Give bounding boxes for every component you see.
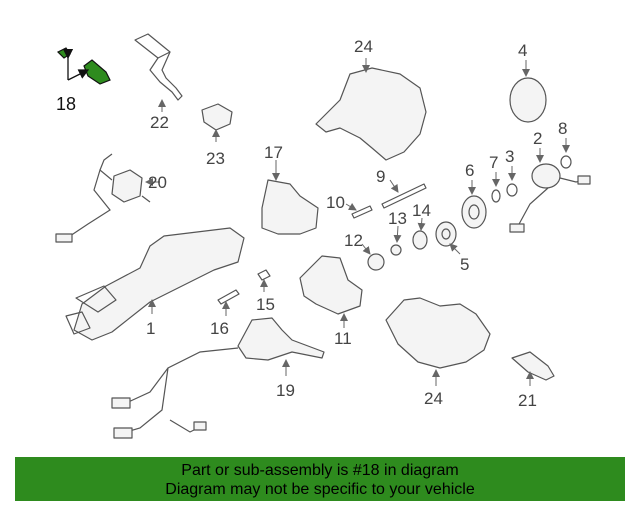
callout-7: 7 [489, 153, 498, 172]
callout-18: 18 [56, 94, 76, 114]
callout-17: 17 [264, 143, 283, 162]
callout-4: 4 [518, 41, 527, 60]
part-8-ring [560, 138, 572, 169]
callout-24-bottom: 24 [424, 389, 443, 408]
info-banner: Part or sub-assembly is #18 in diagram D… [15, 457, 625, 501]
part-20-switch [55, 153, 160, 243]
part-12-bushing [361, 243, 385, 271]
callout-15: 15 [256, 295, 275, 314]
part-3-ring [506, 166, 518, 197]
part-6-gear [461, 180, 487, 229]
part-10-pin [345, 202, 373, 219]
callout-12: 12 [344, 231, 363, 250]
callout-5: 5 [460, 255, 469, 274]
part-24-upper-cover [315, 58, 427, 161]
callout-22: 22 [150, 113, 169, 132]
callout-11: 11 [334, 329, 352, 348]
callout-16: 16 [210, 319, 229, 338]
callout-14: 14 [412, 201, 431, 220]
part-16-rod [217, 289, 240, 316]
part-4-disc [509, 60, 547, 123]
callout-20: 20 [148, 173, 167, 192]
banner-line-1: Part or sub-assembly is #18 in diagram [181, 462, 459, 479]
callout-3: 3 [505, 147, 514, 166]
callout-24-top: 24 [354, 37, 373, 56]
callout-1: 1 [146, 319, 155, 338]
callout-21: 21 [518, 391, 537, 410]
part-18-highlighted[interactable] [56, 47, 111, 85]
part-2-switch [509, 148, 591, 233]
callout-8: 8 [558, 119, 567, 138]
callout-23: 23 [206, 149, 225, 168]
callout-2: 2 [533, 129, 542, 148]
callout-13: 13 [388, 209, 407, 228]
banner-line-2: Diagram may not be specific to your vehi… [165, 481, 475, 498]
callout-10: 10 [326, 193, 345, 212]
part-9-shaft [381, 179, 427, 209]
part-15-pin [257, 269, 271, 292]
part-17-bracket [261, 160, 319, 235]
part-13-nut [390, 225, 402, 256]
part-22-shift-lever [134, 33, 183, 112]
part-21-lever [511, 351, 555, 386]
part-7-ring [491, 172, 501, 203]
part-24-lower-cover [385, 297, 491, 386]
callout-6: 6 [465, 161, 474, 180]
part-5-lock [435, 221, 461, 255]
part-23-clip [201, 103, 233, 142]
part-1-column [65, 227, 245, 341]
part-19-switch [111, 317, 325, 439]
steering-column-diagram: 18 22 23 24 4 2 8 3 [55, 33, 591, 439]
part-14-bearing [412, 217, 428, 250]
callout-19: 19 [276, 381, 295, 400]
part-11-housing [299, 255, 363, 328]
callout-9: 9 [376, 167, 385, 186]
